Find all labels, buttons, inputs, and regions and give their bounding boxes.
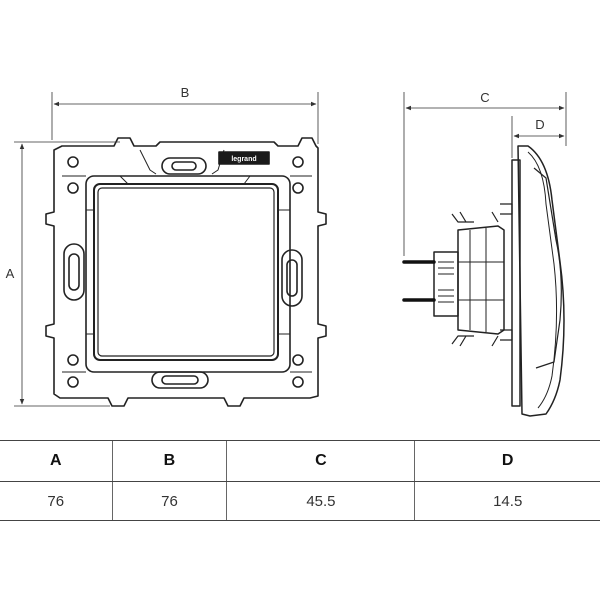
cover-plate-inner bbox=[527, 151, 558, 409]
bottom-slot-inner bbox=[161, 375, 199, 385]
header-c: C bbox=[226, 440, 415, 482]
mounting-frame-inner bbox=[85, 175, 291, 373]
mounting-frame-outline bbox=[45, 137, 327, 407]
dimension-a bbox=[14, 141, 120, 407]
cover-plate bbox=[517, 145, 565, 417]
dimensions-header-row: A B C D bbox=[0, 440, 600, 482]
screw-hole-tl bbox=[67, 156, 79, 168]
frame-side-tabs bbox=[500, 203, 513, 341]
right-slot-inner bbox=[286, 259, 298, 297]
mounting-claws bbox=[451, 211, 499, 347]
dimension-a-label: A bbox=[6, 266, 15, 281]
switch-module-outer bbox=[93, 183, 279, 361]
value-b: 76 bbox=[111, 481, 227, 521]
frame-side bbox=[511, 159, 521, 407]
wire-pins bbox=[402, 260, 436, 302]
dimension-d-label: D bbox=[535, 117, 544, 132]
bottom-slot bbox=[151, 371, 209, 389]
mechanism-body bbox=[457, 225, 505, 335]
left-slot bbox=[63, 243, 85, 301]
right-slot bbox=[281, 249, 303, 307]
front-view bbox=[45, 137, 327, 407]
brand-plate bbox=[218, 151, 270, 165]
header-d: D bbox=[414, 440, 600, 482]
switch-rocker bbox=[97, 187, 275, 357]
terminal-block bbox=[433, 251, 459, 317]
top-slot bbox=[161, 157, 207, 175]
dimension-c-label: C bbox=[480, 90, 489, 105]
screw-hole-tr bbox=[292, 156, 304, 168]
screw-hole-bl2 bbox=[67, 376, 79, 388]
top-slot-inner bbox=[171, 161, 197, 171]
dimension-c bbox=[403, 92, 567, 256]
screw-hole-br bbox=[292, 354, 304, 366]
value-c: 45.5 bbox=[226, 481, 415, 521]
dimensions-value-row: 76 76 45.5 14.5 bbox=[0, 481, 600, 521]
frame-detail bbox=[62, 149, 312, 373]
header-a: A bbox=[0, 440, 112, 482]
header-b: B bbox=[111, 440, 227, 482]
left-slot-inner bbox=[68, 253, 80, 291]
dimension-b-label: B bbox=[181, 85, 190, 100]
screw-hole-mr bbox=[292, 182, 304, 194]
mechanism-detail bbox=[458, 228, 504, 332]
terminal-screws bbox=[438, 261, 454, 303]
dimension-d bbox=[511, 116, 565, 158]
rocker-profile bbox=[533, 167, 562, 369]
value-a: 76 bbox=[0, 481, 112, 521]
screw-hole-bl bbox=[67, 354, 79, 366]
dimensions-table: A B C D 76 76 45.5 14.5 bbox=[0, 440, 600, 521]
value-d: 14.5 bbox=[414, 481, 600, 521]
dimension-b bbox=[51, 92, 319, 144]
side-view bbox=[433, 145, 565, 417]
screw-hole-br2 bbox=[292, 376, 304, 388]
technical-drawing: legrand B A C bbox=[6, 85, 567, 417]
screw-hole-ml bbox=[67, 182, 79, 194]
brand-label: legrand bbox=[231, 156, 256, 163]
